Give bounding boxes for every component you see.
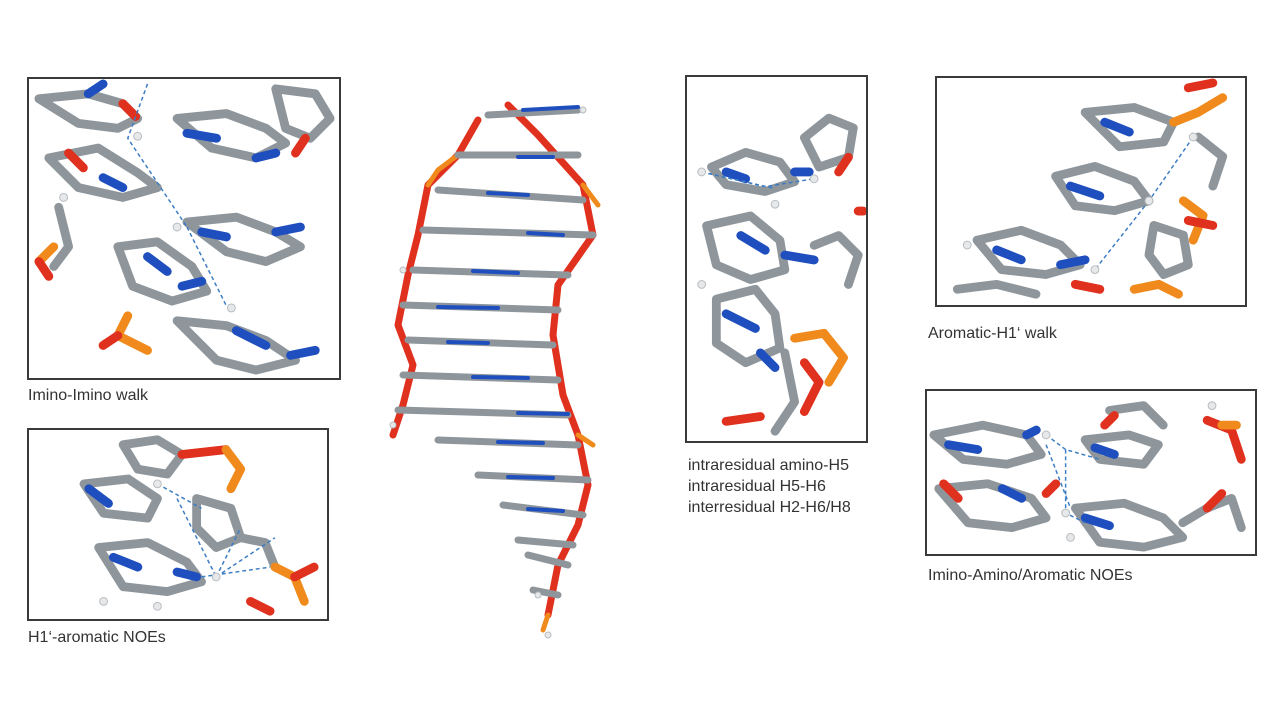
caption-line-amino-h5: intraresidual amino-H5 [688, 457, 849, 474]
caption-line-h2-h6-h8: interresidual H2-H6/H8 [688, 499, 851, 516]
panel-h1-aromatic [27, 428, 329, 621]
caption-intraresidual: intraresidual amino-H5 intraresidual H5-… [688, 455, 851, 518]
panel-intraresidual [685, 75, 868, 443]
aromatic-h1-structure [952, 78, 1228, 299]
caption-h1-aromatic: H1‘-aromatic NOEs [28, 629, 166, 646]
panel-aromatic-h1 [935, 76, 1247, 307]
imino-imino-structure [34, 79, 335, 375]
caption-imino-amino: Imino-Amino/Aromatic NOEs [928, 567, 1133, 584]
panel-imino-imino [27, 77, 341, 380]
intraresidual-structure [697, 113, 866, 436]
caption-aromatic-h1: Aromatic-H1‘ walk [928, 325, 1057, 342]
rna-helix-structure [389, 101, 601, 639]
caption-line-h5-h6: intraresidual H5-H6 [688, 478, 826, 495]
h1-aromatic-structure [79, 435, 319, 616]
panel-imino-amino [925, 389, 1257, 556]
imino-amino-structure [929, 401, 1246, 552]
caption-imino-imino: Imino-Imino walk [28, 387, 149, 404]
